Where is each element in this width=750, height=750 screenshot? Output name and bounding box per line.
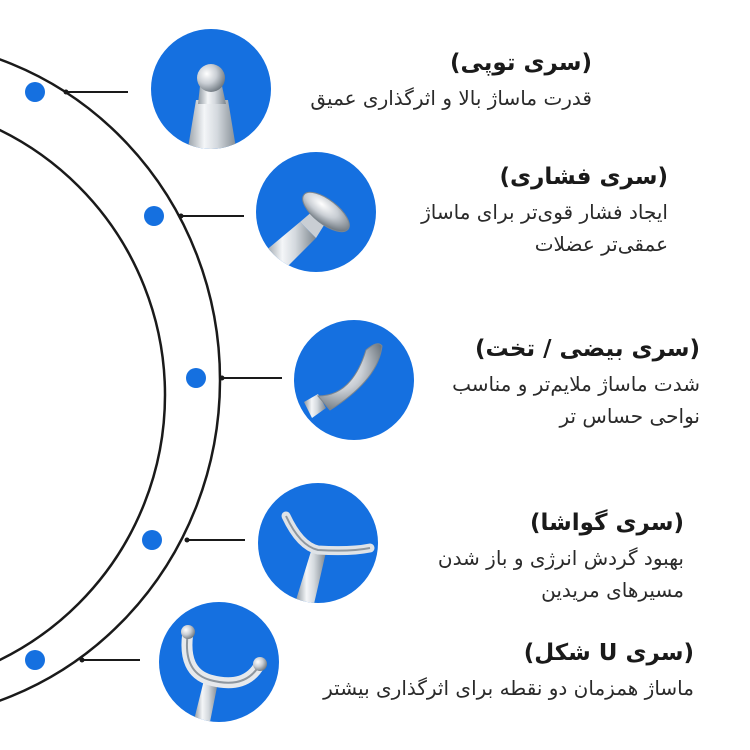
u-shape-head-image [159, 602, 279, 722]
head-2-desc-line-1: ایجاد فشار قوی‌تر برای ماساژ [421, 200, 668, 224]
head-4-desc-line-1: بهبود گردش انرژی و باز شدن [437, 546, 684, 570]
head-4-title: (سری گواشا) [530, 510, 684, 536]
connector-4 [142, 530, 245, 550]
ball-head-image [151, 29, 271, 149]
outer-arc [0, 58, 222, 702]
head-3-desc-line-1: شدت ماساژ ملایم‌تر و مناسب [452, 372, 700, 396]
connector-1 [25, 82, 128, 102]
head-3-title: (سری بیضی / تخت) [475, 336, 700, 362]
inner-arc [0, 128, 167, 662]
head-5-title: (سری U شکل) [523, 640, 694, 666]
head-3-desc-line-2: نواحی حساس تر [559, 404, 700, 428]
oval-head-image [294, 320, 414, 440]
head-4-desc-line-2: مسیرهای مریدین [541, 578, 684, 602]
head-1-desc-line-1: قدرت ماساژ بالا و اثرگذاری عمیق [310, 86, 592, 110]
pressure-head-image [256, 152, 376, 272]
head-2-title: (سری فشاری) [499, 164, 668, 190]
connector-2 [144, 206, 244, 226]
head-2-desc-line-2: عمقی‌تر عضلات [534, 232, 668, 256]
guasha-head-image [258, 483, 378, 603]
connector-3 [186, 368, 282, 388]
connector-5 [25, 650, 140, 670]
head-1-title: (سری توپی) [450, 50, 592, 76]
head-5-desc-line-1: ماساژ همزمان دو نقطه برای اثرگذاری بیشتر [323, 676, 694, 700]
